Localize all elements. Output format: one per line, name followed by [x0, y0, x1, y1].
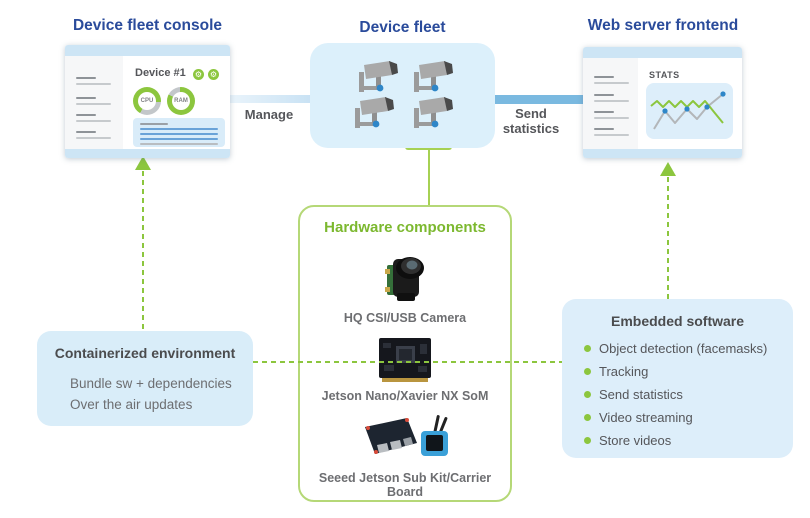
gear-icon: ⚙ — [208, 69, 219, 80]
webserver-title: Web server frontend — [587, 17, 739, 34]
sidebar-placeholder-lines — [594, 111, 629, 119]
hardware-title: Hardware components — [324, 219, 486, 236]
console-title: Device fleet console — [72, 17, 223, 34]
jetson-som-image — [376, 335, 434, 390]
containerized-environment-box: Containerized environment Bundle sw + de… — [37, 331, 253, 426]
device-label: Device #1 — [135, 67, 186, 79]
hardware-item-label: Jetson Nano/Xavier NX SoM — [321, 389, 489, 403]
embedded-list-item: Store videos — [584, 433, 785, 448]
webserver-window-sidebar — [583, 58, 638, 149]
gear-icon: ⚙ — [193, 69, 204, 80]
bullet-icon — [584, 345, 591, 352]
send-statistics-connector-bar — [495, 95, 583, 104]
containerized-title: Containerized environment — [54, 345, 236, 361]
console-detail-panel — [133, 118, 225, 147]
embedded-software-box: Embedded software Object detection (face… — [562, 299, 793, 458]
seeed-carrier-board-image — [355, 413, 455, 472]
bullet-icon — [584, 391, 591, 398]
cctv-camera-icon — [411, 95, 457, 138]
sidebar-placeholder-lines — [76, 131, 111, 139]
cctv-camera-icon — [411, 59, 457, 102]
hardware-item-label: HQ CSI/USB Camera — [343, 311, 467, 325]
sidebar-placeholder-lines — [76, 77, 111, 85]
sidebar-placeholder-lines — [594, 94, 629, 102]
dashed-line-containerized-to-embedded — [253, 361, 562, 363]
stats-chart — [646, 83, 733, 139]
bullet-icon — [584, 437, 591, 444]
bullet-icon — [584, 368, 591, 375]
cpu-gauge-label: CPU — [138, 92, 156, 110]
webserver-window-bottombar — [583, 149, 742, 158]
arrow-up-to-console-icon — [135, 156, 151, 170]
arrow-up-to-webserver-icon — [660, 162, 676, 176]
containerized-line: Over the air updates — [70, 397, 193, 412]
send-statistics-label: Send statistics — [502, 106, 560, 136]
embedded-title: Embedded software — [610, 313, 745, 329]
containerized-line: Bundle sw + dependencies — [70, 376, 232, 391]
embedded-list-item: Video streaming — [584, 410, 785, 425]
hardware-components-box: Hardware components HQ CSI/USB Camera — [298, 205, 512, 502]
embedded-list-item: Tracking — [584, 364, 785, 379]
stats-label: STATS — [649, 70, 680, 80]
manage-connector-bar — [228, 95, 310, 103]
device-fleet-box — [310, 43, 495, 148]
console-window: Device #1 ⚙ ⚙ CPU RAM — [65, 45, 230, 158]
console-window-titlebar — [65, 45, 230, 56]
bullet-icon — [584, 414, 591, 421]
ram-gauge-label: RAM — [172, 92, 190, 110]
hq-camera-image — [379, 249, 431, 310]
cctv-camera-icon — [352, 95, 398, 138]
manage-label: Manage — [244, 107, 294, 122]
embedded-list-item: Send statistics — [584, 387, 785, 402]
cctv-camera-icon — [356, 59, 402, 102]
sidebar-placeholder-lines — [76, 114, 111, 122]
embedded-list-item: Object detection (facemasks) — [584, 341, 785, 356]
cpu-gauge: CPU — [133, 87, 161, 115]
dashed-line-embedded-to-webserver — [667, 177, 669, 299]
sidebar-placeholder-lines — [76, 97, 111, 105]
fleet-to-hardware-stem — [428, 149, 430, 206]
fleet-title: Device fleet — [359, 19, 446, 36]
sidebar-placeholder-lines — [594, 76, 629, 84]
webserver-window: STATS — [583, 47, 742, 158]
hardware-item-label: Seeed Jetson Sub Kit/Carrier Board — [318, 471, 492, 499]
console-window-sidebar — [65, 56, 123, 149]
dashed-line-containerized-to-console — [142, 171, 144, 331]
console-window-bottombar — [65, 149, 230, 158]
sidebar-placeholder-lines — [594, 128, 629, 136]
webserver-window-titlebar — [583, 47, 742, 58]
ram-gauge: RAM — [167, 87, 195, 115]
